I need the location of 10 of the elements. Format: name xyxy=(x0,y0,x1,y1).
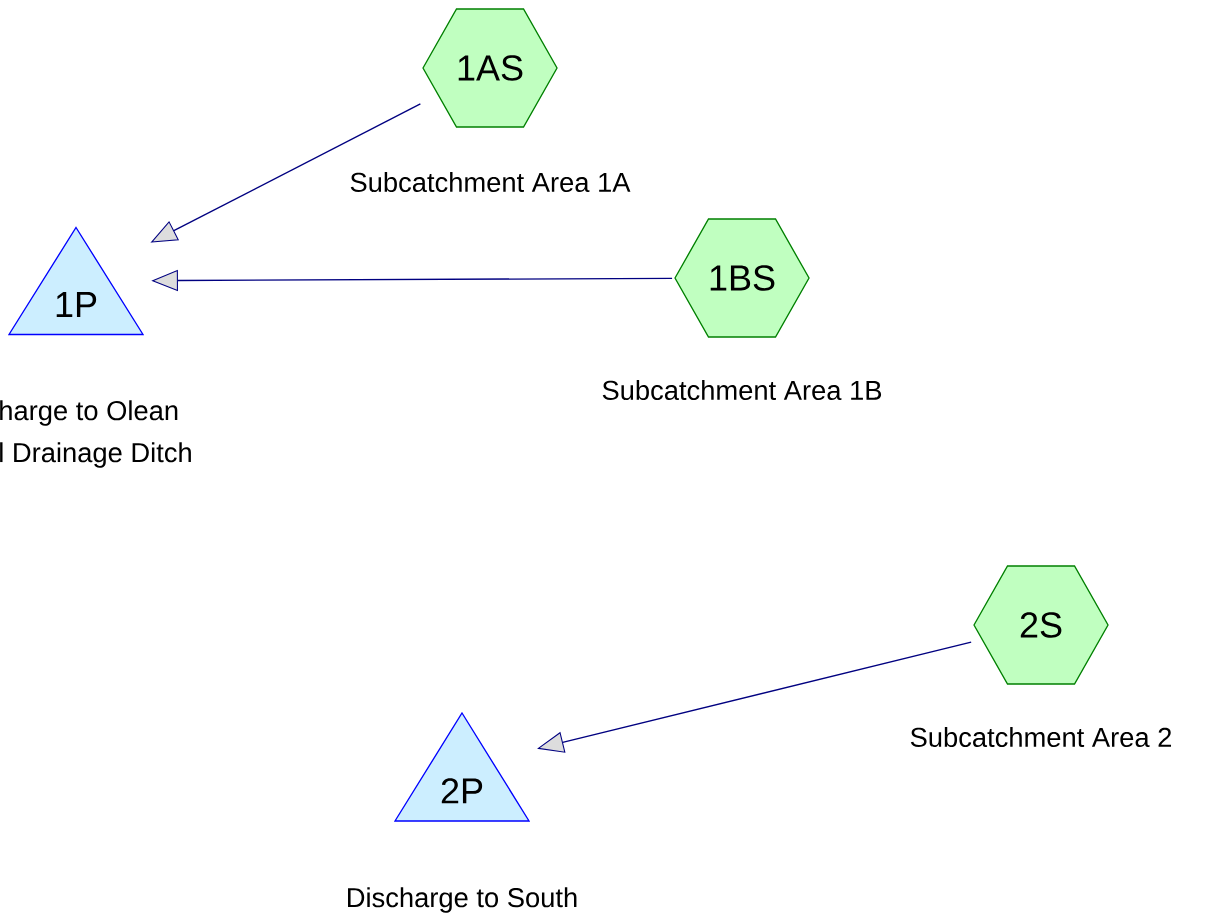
node-caption: Discharge to South xyxy=(348,887,577,913)
node-caption: harge to Olean xyxy=(0,400,178,426)
hexagon-node: 1BS xyxy=(674,218,810,338)
node-caption: l Drainage Ditch xyxy=(0,442,191,468)
node-caption: Subcatchment Area 1A xyxy=(350,171,631,193)
hexagon-node: 2S xyxy=(973,565,1109,685)
arrow xyxy=(537,641,972,753)
hexagon-node: 1AS xyxy=(422,8,558,128)
node-caption: Subcatchment Area 2 xyxy=(910,726,1171,748)
node-caption: Subcatchment Area 1B xyxy=(602,379,882,401)
